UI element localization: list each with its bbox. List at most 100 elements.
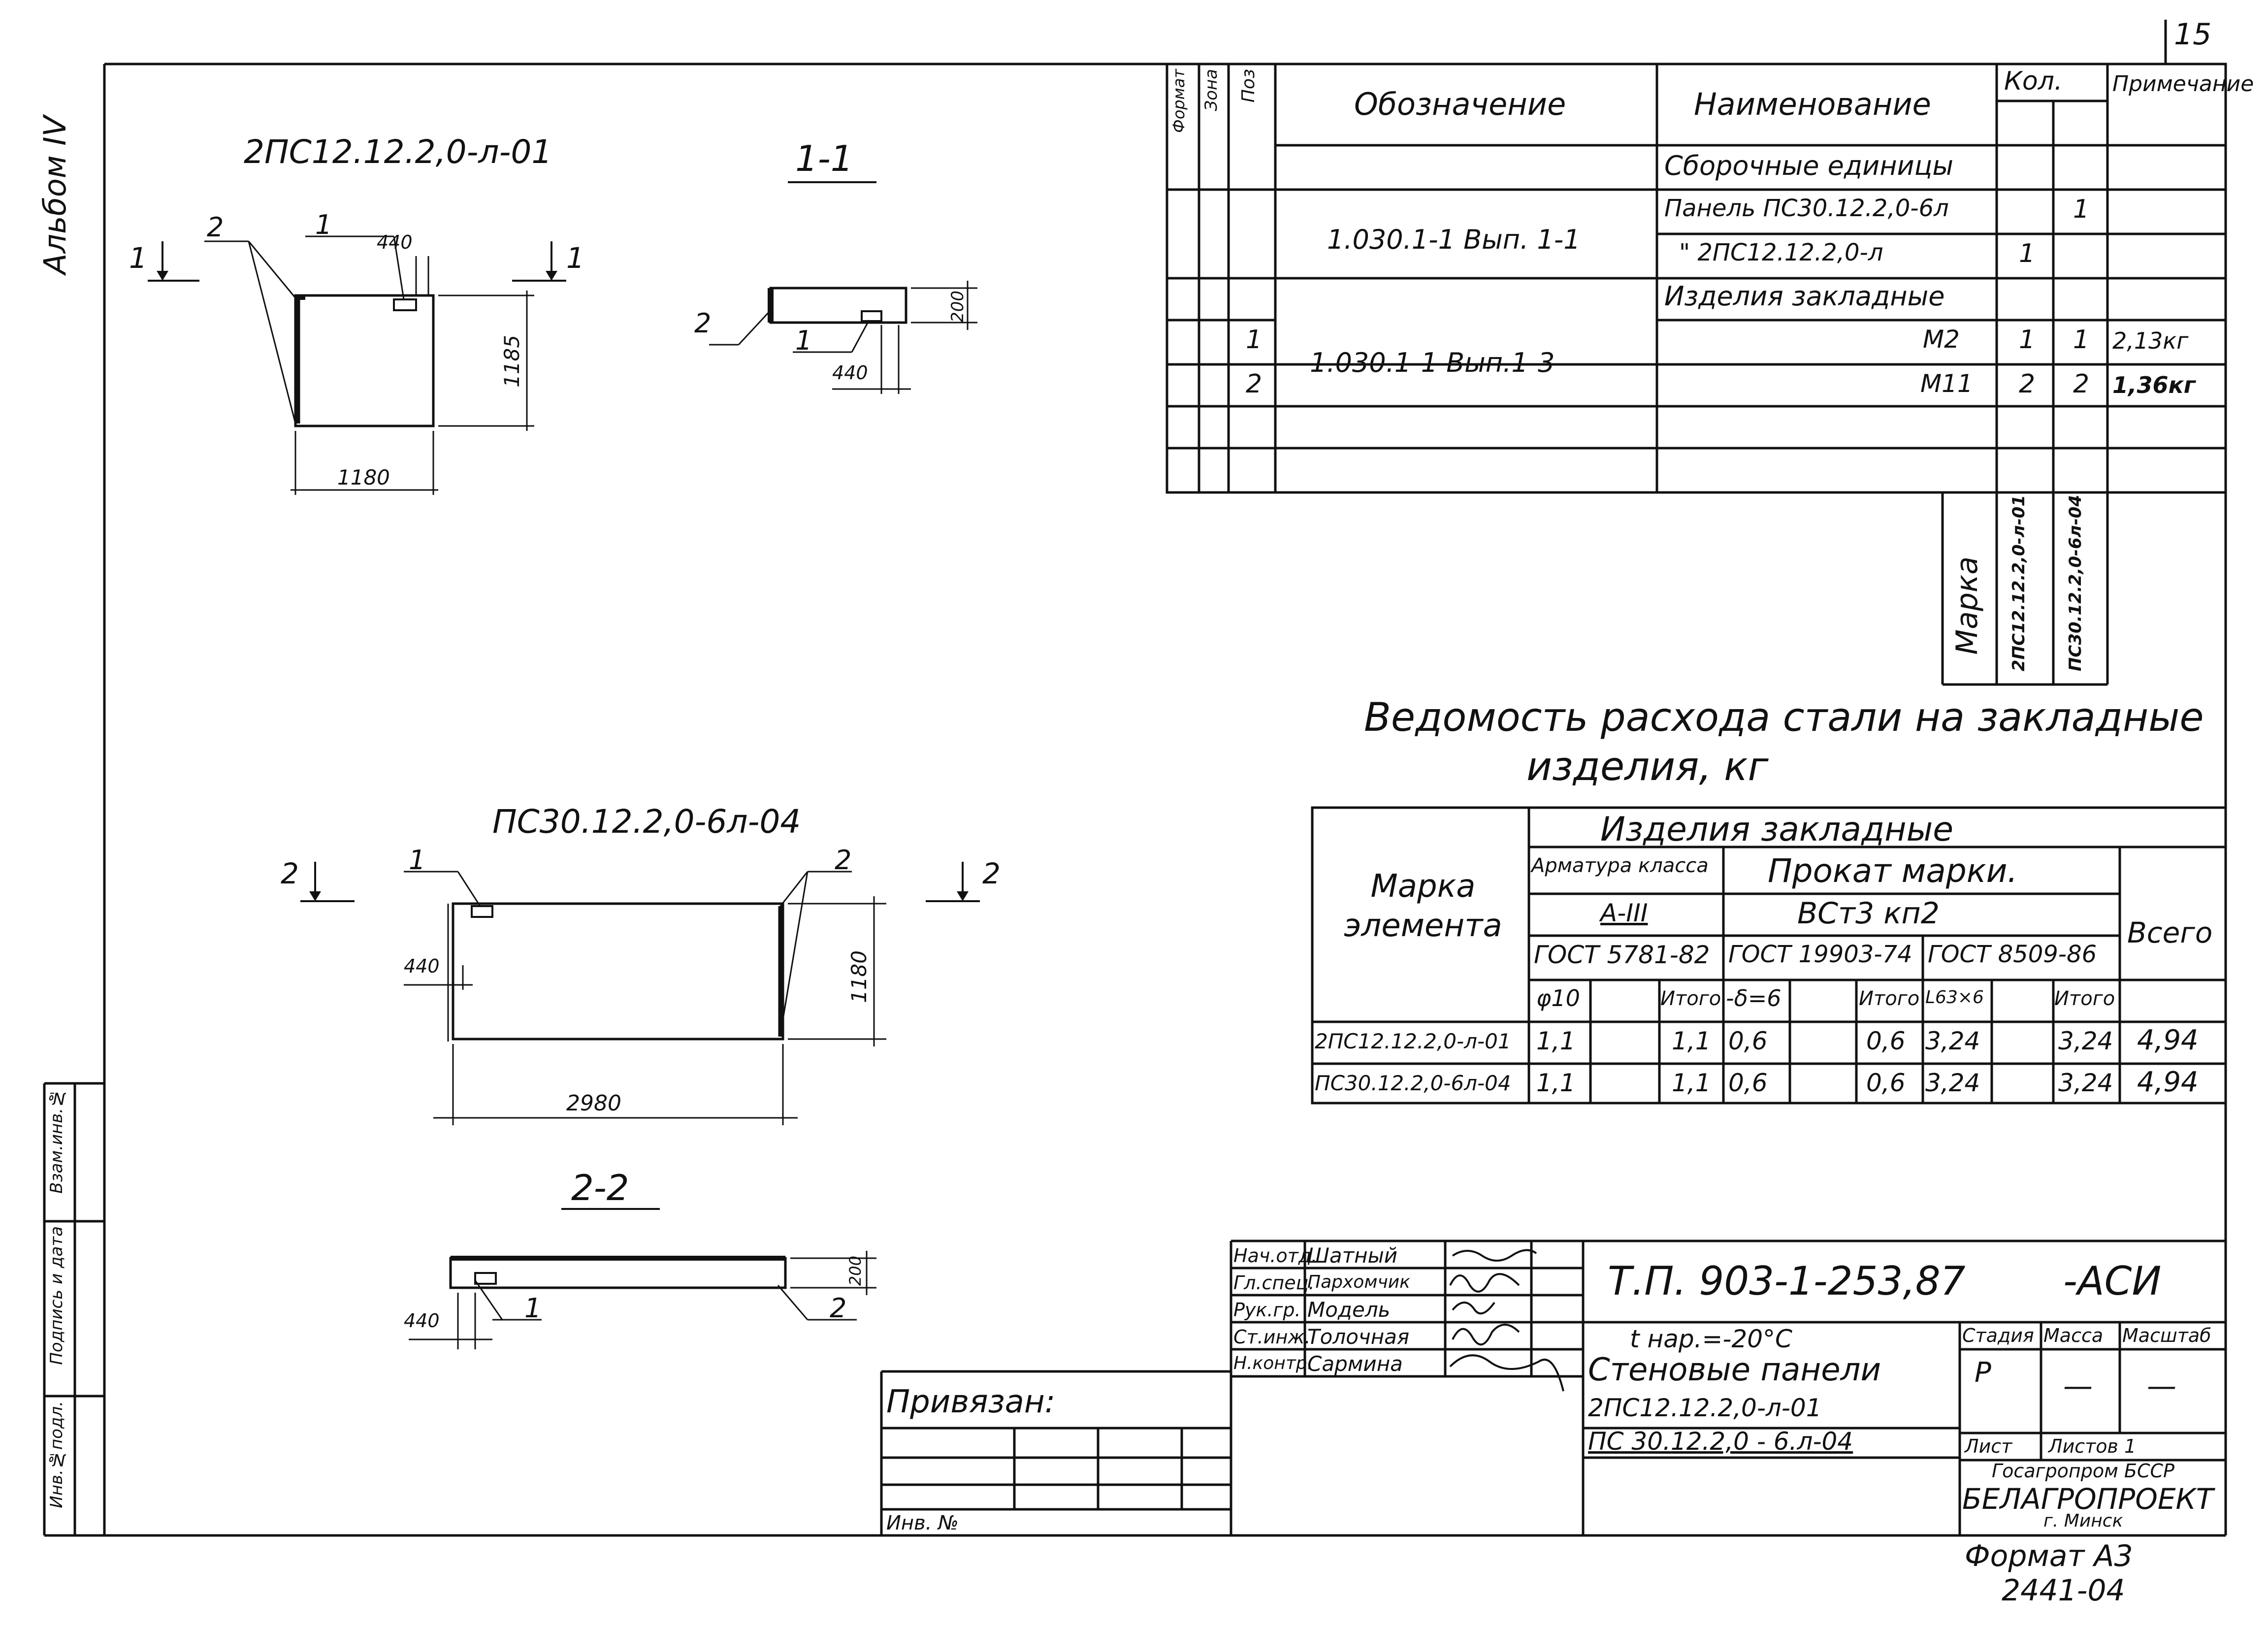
drawing2-cut-right: 2 <box>982 857 1001 890</box>
stamp-role-1: Гл.спец. <box>1233 1272 1315 1294</box>
side-stamp-inv: Инв.№подл. <box>47 1401 66 1508</box>
spec-header-primechanie: Примечание <box>2112 71 2254 97</box>
drawing2-cut-left: 2 <box>281 857 299 890</box>
steel-row2-name: ПС30.12.2,0-6л-04 <box>1315 1071 1511 1095</box>
steel-izdelia: Изделия закладные <box>1600 810 1954 849</box>
spec-panel2-q1: 1 <box>2019 239 2036 268</box>
spec-header-oboznachenie: Обозначение <box>1354 86 1566 122</box>
drawing1-cut-right: 1 <box>566 241 584 275</box>
spec-header-kol: Кол. <box>2004 66 2063 96</box>
stamp-role-4: Н.контр. <box>1233 1353 1313 1373</box>
stamp-inv: Инв. № <box>886 1512 959 1534</box>
section22-leader1: 1 <box>524 1293 542 1324</box>
side-stamp-vzam: Взам.инв.№ <box>47 1088 66 1194</box>
spec-m11-q1: 2 <box>2019 369 2036 399</box>
stamp-name-1: Пархомчик <box>1307 1272 1410 1292</box>
stamp-desc1: Стеновые панели <box>1588 1352 1881 1388</box>
steel-prokat: Прокат марки. <box>1768 852 2018 890</box>
spec-header-poz: Поз <box>1238 69 1259 103</box>
steel-sub-3: -δ=6 <box>1726 985 1782 1011</box>
section11-dim-440: 440 <box>832 362 868 384</box>
steel-armatura: Арматура класса <box>1531 854 1709 877</box>
stamp-masshtab-label: Масштаб <box>2122 1325 2211 1346</box>
steel-title-line1: Ведомость расхода стали на закладные <box>1364 694 2204 740</box>
stamp-name-4: Сармина <box>1307 1352 1403 1376</box>
stamp-role-0: Нач.отд. <box>1233 1245 1318 1267</box>
steel-sub-5: Итого <box>1859 987 1920 1010</box>
steel-sub-0: φ10 <box>1536 985 1580 1011</box>
spec-panel2: " 2ПС12.12.2,0-л <box>1679 239 1883 266</box>
format-label: Формат А3 <box>1965 1539 2133 1573</box>
stamp-org1: Госагропром БССР <box>1992 1460 2174 1482</box>
page-number: 15 <box>2174 17 2212 52</box>
steel-row1-v3: 0,6 <box>1728 1027 1768 1055</box>
steel-row2-v6: 3,24 <box>1925 1069 1980 1097</box>
stamp-role-3: Ст.инж. <box>1233 1326 1311 1348</box>
stamp-masshtab-value: — <box>2147 1369 2176 1403</box>
drawing2-dim-1180: 1180 <box>847 950 871 1003</box>
section11-title: 1-1 <box>795 138 853 179</box>
drawing1-dim-1180: 1180 <box>337 465 390 489</box>
spec-doc1: 1.030.1-1 Вып. 1-1 <box>1327 224 1581 255</box>
steel-row1-v0: 1,1 <box>1536 1027 1576 1055</box>
spec-panel1-q2: 1 <box>2073 195 2090 224</box>
steel-gost5781: ГОСТ 5781-82 <box>1534 941 1710 969</box>
steel-title-line2: изделия, кг <box>1526 744 1769 789</box>
spec-m2-q1: 1 <box>2019 325 2036 355</box>
stamp-name-2: Модель <box>1307 1298 1391 1322</box>
steel-row2-v5: 0,6 <box>1866 1069 1906 1097</box>
steel-row2-v0: 1,1 <box>1536 1069 1576 1097</box>
spec-m2-note: 2,13кг <box>2112 327 2189 354</box>
drawing2-title: ПС30.12.2,0-6л-04 <box>492 803 801 841</box>
spec-marka-col2: ПС30.12.2,0-6л-04 <box>2066 495 2085 672</box>
steel-row1-v6: 3,24 <box>1925 1027 1980 1055</box>
stamp-name-0: Шатный <box>1307 1243 1398 1268</box>
spec-m11-note: 1,36кг <box>2112 372 2196 398</box>
drawing2-leader1: 1 <box>409 845 426 876</box>
stamp-stadia-value: Р <box>1975 1357 1991 1389</box>
stamp-stadia-label: Стадия <box>1962 1325 2034 1346</box>
spec-sb-units: Сборочные единицы <box>1664 150 1954 181</box>
steel-row2-v3: 0,6 <box>1728 1069 1768 1097</box>
steel-row1-name: 2ПС12.12.2,0-л-01 <box>1315 1029 1511 1053</box>
spec-m11-q2: 2 <box>2073 369 2090 399</box>
steel-row1-v5: 0,6 <box>1866 1027 1906 1055</box>
stamp-listov: Листов 1 <box>2048 1435 2137 1457</box>
section11-dim-200: 200 <box>948 291 968 323</box>
steel-row1-v9: 4,94 <box>2137 1024 2199 1056</box>
steel-vst3: ВСт3 кп2 <box>1797 896 1940 931</box>
steel-sub-2: Итого <box>1660 987 1721 1010</box>
spec-marka-label: Марка <box>1950 556 1984 655</box>
section22-dim-440: 440 <box>404 1310 440 1332</box>
sheet-code: 2441-04 <box>2002 1573 2125 1608</box>
stamp-massa-label: Масса <box>2043 1325 2104 1346</box>
spec-m11: М11 <box>1920 369 1973 398</box>
spec-header-format: Формат <box>1169 69 1188 133</box>
section22-dim-200: 200 <box>846 1256 865 1286</box>
spec-m2: М2 <box>1923 325 1960 354</box>
stamp-role-2: Рук.гр. <box>1233 1299 1301 1321</box>
drawing1-title: 2ПС12.12.2,0-л-01 <box>244 133 552 171</box>
stamp-privyazan: Привязан: <box>886 1384 1056 1420</box>
section22-title: 2-2 <box>571 1167 629 1208</box>
steel-row1-v2: 1,1 <box>1672 1027 1711 1055</box>
spec-doc2: 1.030.1-1 Вып.1-3 <box>1310 347 1555 378</box>
steel-sub-6: L63×6 <box>1925 987 1984 1008</box>
steel-gost19903: ГОСТ 19903-74 <box>1728 941 1912 968</box>
drawing2-leader2: 2 <box>835 845 852 876</box>
spec-marka-col1: 2ПС12.12.2,0-л-01 <box>2009 495 2029 672</box>
steel-gost8509: ГОСТ 8509-86 <box>1928 941 2097 968</box>
stamp-list: Лист <box>1965 1435 2012 1457</box>
stamp-code: Т.П. 903-1-253,87 <box>1608 1258 1966 1304</box>
drawing2-dim-2980: 2980 <box>566 1091 621 1116</box>
drawing2-dim-440: 440 <box>404 955 440 977</box>
stamp-temp: t нар.=-20°С <box>1630 1325 1792 1353</box>
steel-a3: А-III <box>1600 899 1648 927</box>
steel-row1-v8: 3,24 <box>2058 1027 2113 1055</box>
section22-leader2: 2 <box>830 1293 847 1324</box>
spec-header-zona: Зона <box>1201 69 1221 111</box>
stamp-code-suffix: -АСИ <box>2063 1258 2162 1304</box>
drawing1-leader1: 1 <box>315 209 332 240</box>
spec-m2-q2: 1 <box>2073 325 2090 355</box>
